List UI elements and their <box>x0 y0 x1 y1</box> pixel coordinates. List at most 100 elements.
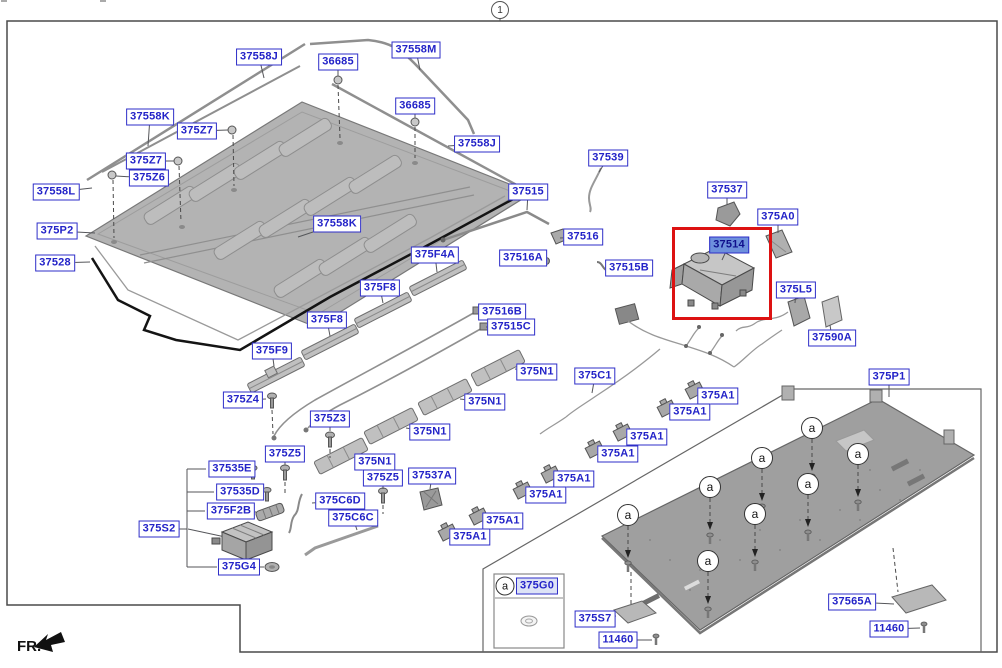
part-label-375Z7[interactable]: 375Z7 <box>125 152 167 170</box>
diagram-border <box>6 20 998 653</box>
part-label-375N1[interactable]: 375N1 <box>516 363 558 381</box>
fastener-callout-a: a <box>847 443 869 465</box>
seal-37528 <box>90 196 516 352</box>
fastener-callout-a: a <box>617 504 639 526</box>
pad-375s7 <box>613 600 657 624</box>
part-label-375G4[interactable]: 375G4 <box>217 558 261 576</box>
part-label-37590A[interactable]: 37590A <box>808 329 856 347</box>
duct-375n1 <box>363 407 419 445</box>
part-label-37565A[interactable]: 37565A <box>828 593 876 611</box>
tube-37515 <box>442 210 550 242</box>
part-label-37537A[interactable]: 37537A <box>408 467 456 485</box>
part-label-375Z3[interactable]: 375Z3 <box>309 410 351 428</box>
part-label-37558J[interactable]: 37558J <box>454 135 500 153</box>
part-label-375S2[interactable]: 375S2 <box>138 520 180 538</box>
part-label-37528[interactable]: 37528 <box>35 254 75 272</box>
part-label-375N1[interactable]: 375N1 <box>354 453 396 471</box>
part-label-37558L[interactable]: 37558L <box>32 183 80 201</box>
duct-375n1 <box>313 437 369 475</box>
frame-375p2 <box>94 195 506 341</box>
part-label-375C6D[interactable]: 375C6D <box>315 492 365 510</box>
figure-number-callout: 1 <box>491 1 509 19</box>
part-label-375A0[interactable]: 375A0 <box>757 208 799 226</box>
bracket-37537 <box>715 201 741 227</box>
legend-part-drawing <box>520 615 538 627</box>
bracket-375a1 <box>512 480 534 500</box>
part-label-36685[interactable]: 36685 <box>395 97 435 115</box>
part-label-11460[interactable]: 11460 <box>598 631 638 649</box>
part-label-375F4A[interactable]: 375F4A <box>410 246 460 264</box>
part-label-375Z5[interactable]: 375Z5 <box>362 469 404 487</box>
part-label-36685[interactable]: 36685 <box>318 53 358 71</box>
part-label-375A1[interactable]: 375A1 <box>482 512 524 530</box>
part-label-375Z6[interactable]: 375Z6 <box>128 169 170 187</box>
part-label-375A1[interactable]: 375A1 <box>669 403 711 421</box>
part-label-375C1[interactable]: 375C1 <box>574 367 616 385</box>
part-label-375C6C[interactable]: 375C6C <box>328 509 378 527</box>
part-label-375P1[interactable]: 375P1 <box>868 368 910 386</box>
pad-37565a <box>891 584 947 614</box>
part-375f2b <box>255 502 285 522</box>
bracket-37537a <box>419 487 443 511</box>
part-label-375A1[interactable]: 375A1 <box>553 470 595 488</box>
part-label-37515C[interactable]: 37515C <box>487 318 535 336</box>
part-label-37516A[interactable]: 37516A <box>499 249 547 267</box>
part-label-375F9[interactable]: 375F9 <box>251 342 293 360</box>
module-375s2 <box>211 521 274 561</box>
part-label-37539[interactable]: 37539 <box>588 149 628 167</box>
drop-line <box>892 547 899 593</box>
part-label-375A1[interactable]: 375A1 <box>449 528 491 546</box>
front-direction-arrow-icon <box>34 632 65 652</box>
screw-11460 <box>652 633 660 645</box>
plate-37590a <box>821 295 843 328</box>
part-label-37537[interactable]: 37537 <box>707 181 747 199</box>
part-label-375P2[interactable]: 375P2 <box>36 222 78 240</box>
part-label-37516B[interactable]: 37516B <box>478 303 526 321</box>
part-label-375F8[interactable]: 375F8 <box>359 279 401 297</box>
part-label-11460[interactable]: 11460 <box>869 620 909 638</box>
duct-375n1 <box>417 378 473 416</box>
hose-fitting <box>303 427 309 433</box>
fastener-callout-a: a <box>797 473 819 495</box>
part-label-375S7[interactable]: 375S7 <box>574 610 616 628</box>
crossmember-375f4a <box>409 260 467 296</box>
part-label-375F8[interactable]: 375F8 <box>306 311 348 329</box>
bracket-375a1 <box>468 506 490 526</box>
fastener-callout-a: a <box>751 447 773 469</box>
part-label-375G0[interactable]: 375G0 <box>515 577 559 595</box>
part-label-37516[interactable]: 37516 <box>563 228 603 246</box>
part-label-37558K[interactable]: 37558K <box>126 108 174 126</box>
part-label-375L5[interactable]: 375L5 <box>775 281 817 299</box>
part-label-37558J[interactable]: 37558J <box>236 48 282 66</box>
part-label-37558K[interactable]: 37558K <box>313 215 361 233</box>
fastener-callout-a: a <box>699 476 721 498</box>
grommet-375g4 <box>264 562 280 572</box>
duct-375n1 <box>470 349 526 387</box>
fastener-drop-line <box>854 465 862 511</box>
bracket-375l5 <box>735 295 811 332</box>
part-label-375N1[interactable]: 375N1 <box>464 393 506 411</box>
screw-11460 <box>920 621 928 633</box>
part-label-375Z5[interactable]: 375Z5 <box>264 445 306 463</box>
part-label-375Z7[interactable]: 375Z7 <box>176 122 218 140</box>
bracket-375a1 <box>684 380 706 400</box>
battery-tray-375p1 <box>600 385 976 635</box>
part-label-37515B[interactable]: 37515B <box>605 259 653 277</box>
part-label-37514-selected[interactable]: 37514 <box>709 236 749 254</box>
seal-strip-37558j-right <box>331 82 523 190</box>
part-label-375A1[interactable]: 375A1 <box>626 428 668 446</box>
part-label-375Z4[interactable]: 375Z4 <box>222 391 264 409</box>
fastener-drop-line <box>751 525 759 571</box>
front-direction-label: FR. <box>17 638 42 655</box>
part-label-375A1[interactable]: 375A1 <box>697 387 739 405</box>
part-label-37558M[interactable]: 37558M <box>391 41 441 59</box>
part-label-375A1[interactable]: 375A1 <box>597 445 639 463</box>
selected-part-highlight-box <box>672 227 772 320</box>
fastener-callout-a: a <box>744 503 766 525</box>
part-label-37515[interactable]: 37515 <box>508 183 548 201</box>
part-label-375A1[interactable]: 375A1 <box>525 486 567 504</box>
part-label-375F2B[interactable]: 375F2B <box>206 502 256 520</box>
part-label-37535E[interactable]: 37535E <box>208 460 256 478</box>
part-label-37535D[interactable]: 37535D <box>216 483 264 501</box>
part-label-375N1[interactable]: 375N1 <box>409 423 451 441</box>
